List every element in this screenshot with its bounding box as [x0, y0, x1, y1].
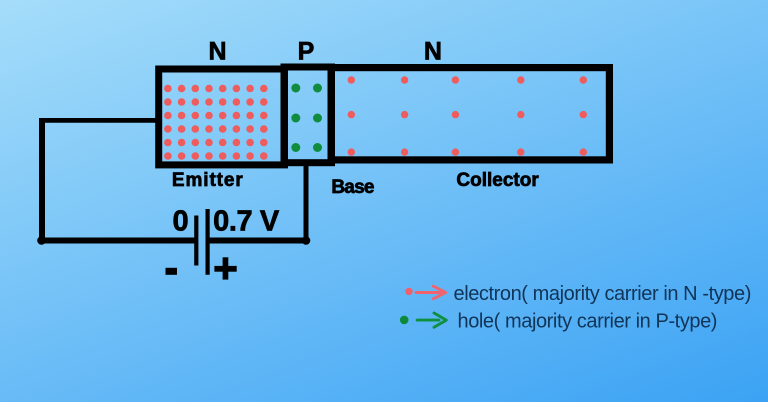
- svg-text:0.7 V: 0.7 V: [213, 205, 280, 237]
- svg-text:0: 0: [173, 205, 189, 237]
- svg-text:Emitter: Emitter: [172, 170, 244, 191]
- svg-text:P: P: [298, 38, 315, 66]
- svg-text:Collector: Collector: [456, 170, 539, 191]
- svg-text:Base: Base: [331, 177, 373, 198]
- svg-text:N: N: [424, 38, 442, 66]
- svg-text:electron( majority carrier in: electron( majority carrier in N -type): [454, 283, 751, 305]
- svg-text:hole( majority carrier in P-ty: hole( majority carrier in P-type): [458, 311, 718, 333]
- svg-text:N: N: [208, 38, 226, 66]
